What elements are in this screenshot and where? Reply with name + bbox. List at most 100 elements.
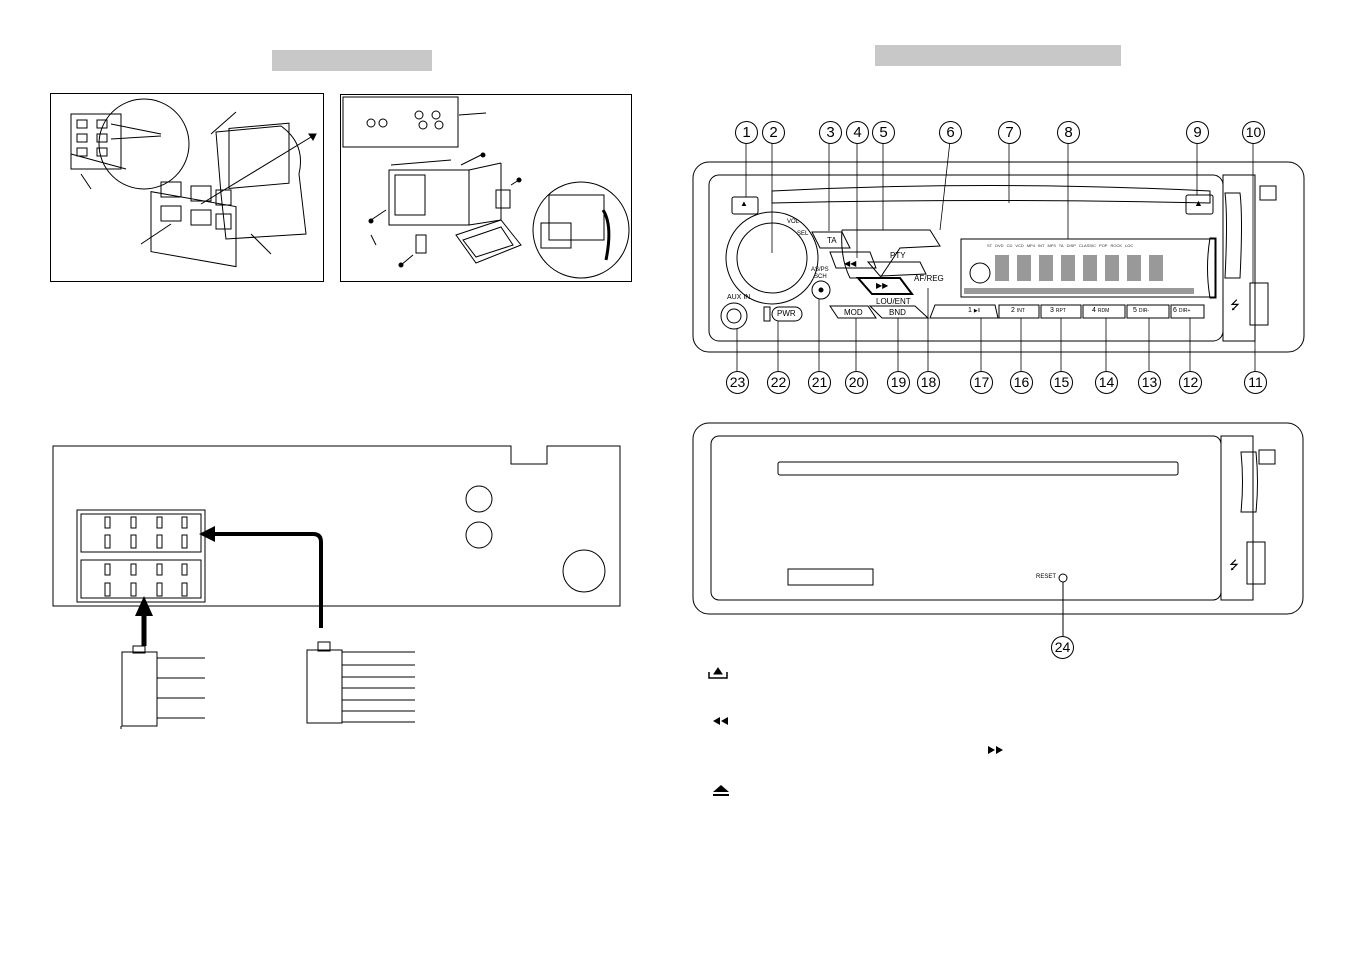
callout-12: 12 <box>1179 371 1202 394</box>
right-title-bar <box>875 45 1121 66</box>
callout-9: 9 <box>1186 121 1209 144</box>
indicator: CLASSIC <box>1078 243 1097 248</box>
reset-label: RESET <box>1036 574 1057 580</box>
indicator: VCD <box>1015 243 1024 248</box>
callout-3-label: 3 <box>826 124 835 141</box>
ta-button-label: TA <box>827 236 837 245</box>
sel-label: SEL <box>797 231 809 237</box>
sch-label: SCH <box>814 274 827 280</box>
callout-18: 18 <box>917 371 940 394</box>
callout-20-label: 20 <box>848 374 865 390</box>
preset-button-3[interactable]: 3 RPT <box>1050 307 1066 314</box>
callout-14-label: 14 <box>1098 374 1115 390</box>
indicator: ST <box>987 243 993 248</box>
indicator: MP3 <box>1047 243 1056 248</box>
callout-22: 22 <box>767 371 790 394</box>
installation-b-drawing <box>342 96 630 279</box>
mod-button-label: MOD <box>844 308 863 317</box>
callout-4-label: 4 <box>853 124 862 141</box>
callout-1: 1 <box>735 121 758 144</box>
installation-figure-a <box>50 93 324 282</box>
callout-15-label: 15 <box>1053 374 1070 390</box>
aux-in-label: AUX IN <box>727 294 751 301</box>
front-panel-drawing <box>692 140 1305 371</box>
preset-3-num: 3 <box>1050 307 1054 314</box>
callout-12-label: 12 <box>1182 374 1199 390</box>
preset-5-num: 5 <box>1133 307 1137 314</box>
legend-eject-icon <box>711 784 731 798</box>
panel-back-diagram: RESET ⭍ 24 <box>692 422 1304 662</box>
callout-23: 23 <box>726 371 749 394</box>
as-ps-label: AS/PS <box>811 267 829 273</box>
callout-23-label: 23 <box>729 374 746 390</box>
callout-7-label: 7 <box>1005 124 1014 141</box>
af-reg-label: AF/REG <box>914 274 944 283</box>
indicator: INT <box>1038 243 1045 248</box>
callout-9-label: 9 <box>1193 124 1202 141</box>
callout-10: 10 <box>1242 121 1265 144</box>
usb-icon: ⭍ <box>1229 558 1239 572</box>
vol-label: VOL <box>787 219 800 225</box>
pwr-button-label: PWR <box>777 309 796 318</box>
callout-2: 2 <box>762 121 785 144</box>
usb-icon: ⭍ <box>1230 298 1240 312</box>
indicator: POP <box>1099 243 1108 248</box>
preset-button-6[interactable]: 6 DIR+ <box>1173 307 1190 314</box>
callout-10-label: 10 <box>1245 124 1262 140</box>
preset-button-1[interactable]: 1 ▶‖ <box>968 307 980 314</box>
preset-button-4[interactable]: 4 RDM <box>1092 307 1109 314</box>
callout-16-label: 16 <box>1013 374 1030 390</box>
legend-rewind-icon <box>712 716 730 726</box>
callout-11-label: 11 <box>1248 374 1263 390</box>
display-indicators: ST DVD CD VCD MP4 INT MP3 TA DISP CLASSI… <box>987 243 1213 248</box>
eject-icon: ▲ <box>1194 198 1203 208</box>
front-panel-diagram: 1 2 3 4 5 6 7 8 9 10 23 22 21 20 19 18 1… <box>690 118 1310 408</box>
callout-21: 21 <box>808 371 831 394</box>
eject-small-icon: ▲ <box>740 199 748 208</box>
preset-4-num: 4 <box>1092 307 1096 314</box>
callout-7: 7 <box>998 121 1021 144</box>
indicator: DVD <box>995 243 1004 248</box>
callout-8: 8 <box>1057 121 1080 144</box>
indicator: TA <box>1058 243 1064 248</box>
preset-4-text: RDM <box>1097 308 1110 314</box>
callout-2-label: 2 <box>769 124 778 141</box>
preset-3-text: RPT <box>1055 308 1066 314</box>
callout-22-label: 22 <box>770 374 787 390</box>
rear-panel-drawing <box>52 445 621 729</box>
pty-button-label: PTY <box>890 251 906 260</box>
callout-11: 11 <box>1244 371 1267 394</box>
callout-17-label: 17 <box>973 374 990 390</box>
preset-5-text: DIR- <box>1138 308 1150 314</box>
callout-21-label: 21 <box>811 374 828 390</box>
preset-button-5[interactable]: 5 DIR- <box>1133 307 1149 314</box>
callout-6: 6 <box>939 121 962 144</box>
callout-20: 20 <box>845 371 868 394</box>
lou-ent-label: LOU/ENT <box>876 297 911 306</box>
callout-3: 3 <box>819 121 842 144</box>
callout-4: 4 <box>846 121 869 144</box>
callout-18-label: 18 <box>920 374 937 390</box>
indicator: CD <box>1006 243 1013 248</box>
preset-button-2[interactable]: 2 INT <box>1011 307 1025 314</box>
installation-figure-b <box>340 94 632 282</box>
preset-6-text: DIR+ <box>1178 308 1191 314</box>
callout-17: 17 <box>970 371 993 394</box>
preset-2-num: 2 <box>1011 307 1015 314</box>
panel-back-drawing <box>692 422 1304 636</box>
callout-15: 15 <box>1050 371 1073 394</box>
callout-19-label: 19 <box>890 374 907 390</box>
callout-19: 19 <box>887 371 910 394</box>
indicator: ROCK <box>1110 243 1123 248</box>
callout-5: 5 <box>872 121 895 144</box>
callout-8-label: 8 <box>1064 124 1073 141</box>
rewind-icon: ◀◀ <box>844 259 857 268</box>
preset-1-text: ▶‖ <box>973 308 980 314</box>
fast-forward-icon: ▶▶ <box>876 281 889 290</box>
callout-13: 13 <box>1138 371 1161 394</box>
legend-fast-forward-icon <box>987 745 1005 755</box>
callout-14: 14 <box>1095 371 1118 394</box>
installation-a-drawing <box>70 98 317 268</box>
legend-eject-small-icon <box>708 666 728 680</box>
preset-1-num: 1 <box>968 307 972 314</box>
